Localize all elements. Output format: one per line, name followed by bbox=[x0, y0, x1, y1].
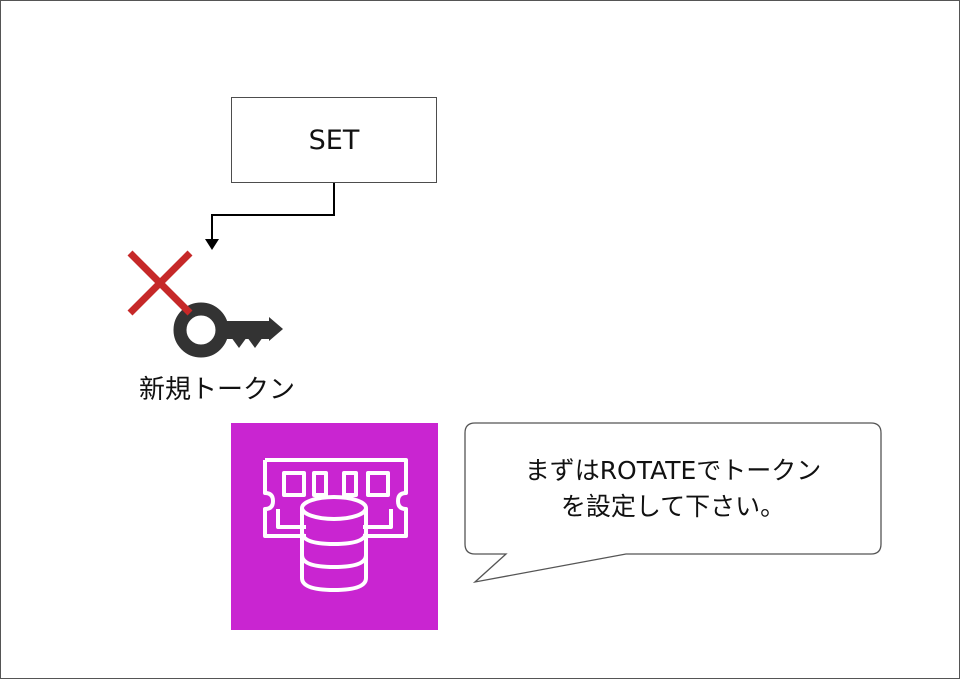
set-box: SET bbox=[231, 97, 437, 183]
key-icon bbox=[173, 302, 283, 358]
connector-arrow bbox=[205, 183, 335, 250]
speech-bubble-outline bbox=[464, 422, 882, 584]
cross-mark-icon bbox=[127, 250, 193, 316]
database-memory-icon bbox=[263, 458, 408, 592]
key-label: 新規トークン bbox=[138, 375, 295, 405]
bubble-line-2: を設定して下さい。 bbox=[560, 492, 786, 521]
bubble-line-1: まずはROTATEでトークン bbox=[524, 456, 822, 485]
set-box-label: SET bbox=[308, 124, 360, 156]
database-tile bbox=[231, 423, 438, 630]
speech-bubble-text: まずはROTATEでトークン を設定して下さい。 bbox=[467, 453, 879, 525]
